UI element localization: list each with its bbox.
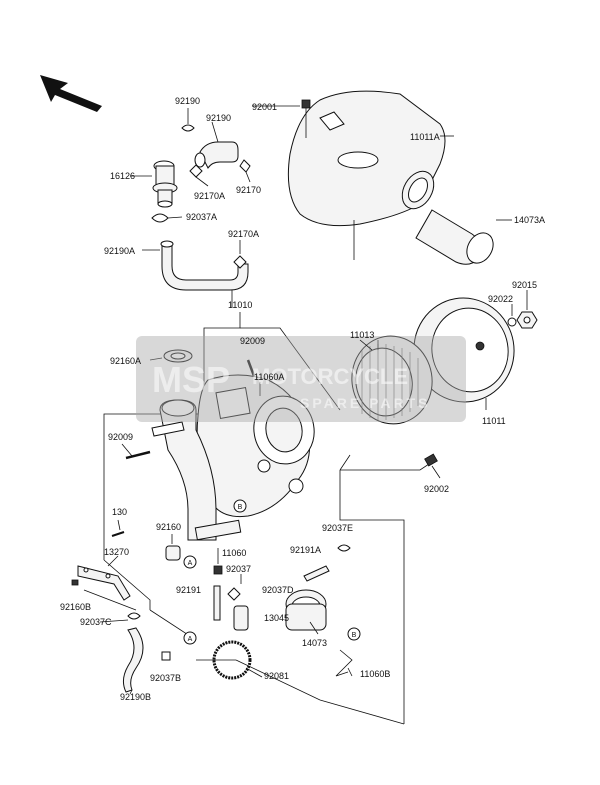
breather-hose-assembly [130,108,251,291]
label-11060A: 11060A [254,372,284,382]
label-92037B: 92037B [150,673,181,683]
label-11060B: 11060B [360,669,390,679]
air-filter-element-11013 [351,335,433,425]
label-92009: 92009 [108,432,133,442]
label-11011A: 11011A [410,132,440,142]
bolt-92009 [121,359,256,460]
label-16126: 16126 [110,171,135,181]
label-92037D: 92037D [262,585,294,595]
bolt-92002 [424,453,441,479]
watermark: MSP MOTORCYCLE SPARE PARTS [136,336,466,422]
drain-pipe-92191A [303,544,351,582]
label-92190-top: 92190 [175,96,200,106]
svg-text:A: A [188,560,193,567]
label-92037A: 92037A [186,212,217,222]
drain-fitting-11060 [213,548,223,575]
bracket-13270 [71,519,131,601]
label-leaders [83,105,373,695]
label-130: 130 [112,507,127,517]
label-92001: 92001 [252,102,277,112]
ref-A-bottom: A [183,631,197,645]
label-92160B: 92160B [60,602,91,612]
label-92170: 92170 [236,185,261,195]
label-92170A: 92170A [194,191,225,201]
label-92191A: 92191A [290,545,321,555]
label-11013: 11013 [350,330,374,340]
label-92002: 92002 [424,484,449,494]
ref-A-left: A [183,555,197,569]
label-11060: 11060 [222,548,246,558]
label-92160A: 92160A [110,356,141,366]
label-92081: 92081 [264,671,289,681]
label-92190B: 92190B [120,692,151,702]
svg-text:SPARE PARTS: SPARE PARTS [300,395,431,411]
washer-nut-92022-92015 [507,290,538,329]
ring-92081 [212,640,252,680]
label-92037C: 92037C [80,617,112,627]
label-92160: 92160 [156,522,181,532]
svg-text:MOTORCYCLE: MOTORCYCLE [252,364,408,389]
label-13270: 13270 [104,547,129,557]
grommet-92160 [165,534,181,561]
leader-lines [103,312,433,725]
label-11010: 11010 [228,300,252,310]
clip-92037B [161,651,171,661]
label-92191: 92191 [176,585,201,595]
label-92022: 92022 [488,294,513,304]
svg-text:B: B [238,504,243,511]
air-cleaner-base-11060A [196,374,315,518]
label-92170A-b: 92170A [228,229,259,239]
ref-B-top: B [233,499,247,513]
ref-B-bottom: B [347,627,361,641]
air-cleaner-cover-11011A [287,90,454,260]
label-14073A: 14073A [514,215,545,225]
hose-92190B [122,612,144,693]
label-11011: 11011 [482,416,506,426]
intake-elbow [151,399,242,541]
svg-text:MSP: MSP [152,359,230,400]
svg-text:A: A [188,636,193,643]
intake-duct-14073A [415,209,512,265]
drain-pipe-92191 [213,574,249,631]
label-92009-top: 92009 [240,336,265,346]
front-direction-arrow [40,75,102,112]
label-92190A: 92190A [104,246,135,256]
label-92037: 92037 [226,564,251,574]
label-14073: 14073 [302,638,327,648]
label-92190: 92190 [206,113,231,123]
label-92015: 92015 [512,280,537,290]
label-92037E: 92037E [322,523,353,533]
svg-text:B: B [352,632,357,639]
element-cover-11011 [413,297,515,410]
label-13045: 13045 [264,613,289,623]
grommet-92160A [149,349,193,363]
duct-14073 [285,589,353,677]
